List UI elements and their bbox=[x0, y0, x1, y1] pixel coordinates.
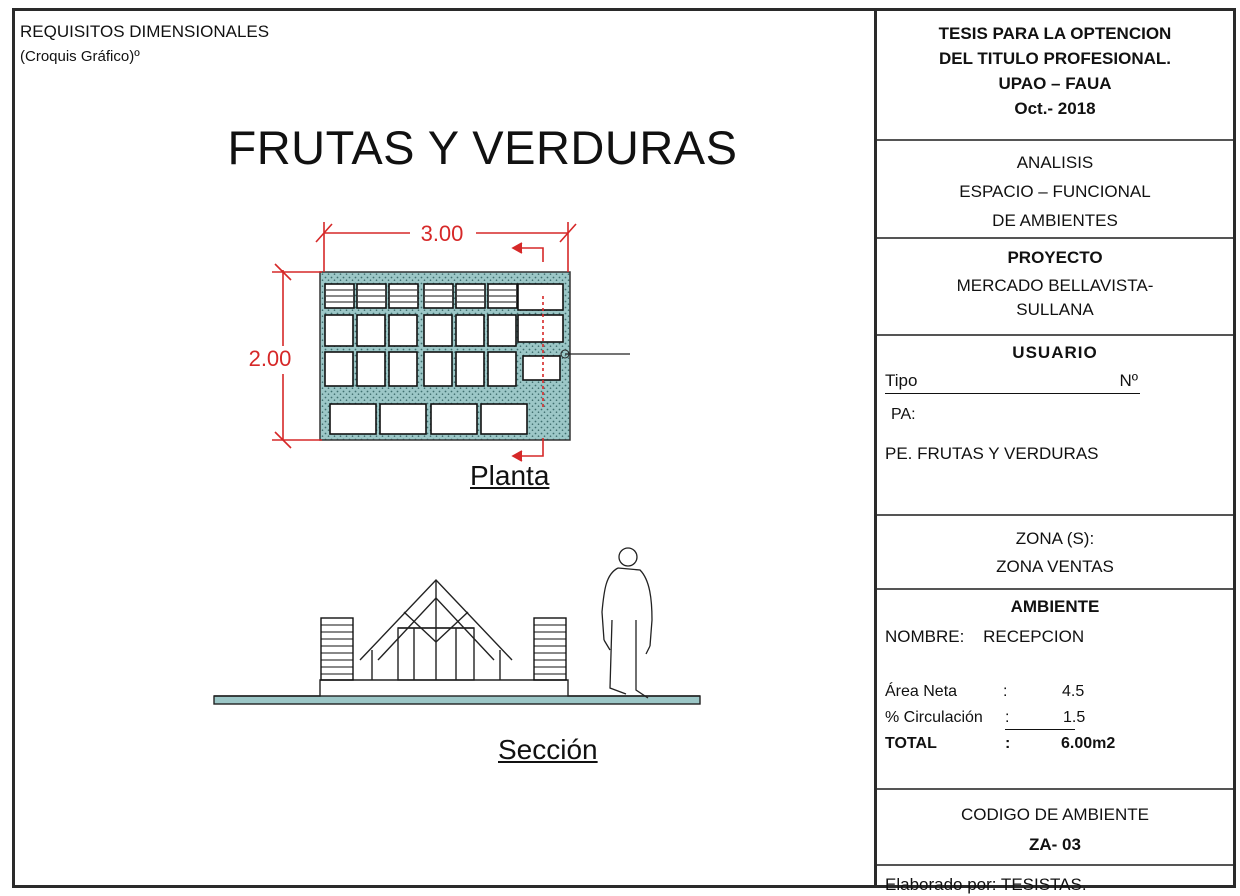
zone-value: ZONA VENTAS bbox=[996, 557, 1114, 576]
sheet-heading: REQUISITOS DIMENSIONALES bbox=[20, 22, 270, 41]
circulation-row: % Circulación : 1.5 bbox=[877, 709, 1233, 735]
height-dimension-label: 2.00 bbox=[249, 346, 292, 371]
crate-stacks bbox=[320, 617, 567, 681]
sheet-divider bbox=[874, 8, 877, 888]
plan-large-crate bbox=[379, 403, 427, 435]
thesis-line-1: TESIS PARA LA OPTENCION bbox=[938, 24, 1172, 43]
plan-large-crate bbox=[329, 403, 377, 435]
plan-crate bbox=[455, 351, 485, 387]
code-heading: CODIGO DE AMBIENTE bbox=[961, 805, 1149, 824]
analysis-line-2: ESPACIO – FUNCIONAL bbox=[959, 182, 1151, 201]
platform-outline bbox=[214, 679, 700, 697]
user-heading: USUARIO bbox=[1012, 343, 1098, 362]
plan-large-crate bbox=[430, 403, 478, 435]
height-dimension bbox=[272, 263, 322, 449]
total-label: TOTAL bbox=[885, 735, 937, 752]
project-line-1: MERCADO BELLAVISTA- bbox=[956, 276, 1154, 295]
crate-stack bbox=[320, 617, 354, 681]
user-number-label: Nº bbox=[1119, 371, 1139, 390]
circulation-colon: : bbox=[1005, 709, 1010, 726]
footer-credit: Elaborado por: TESISTAS. bbox=[885, 875, 1087, 894]
ambiente-name-row: NOMBRE: RECEPCION bbox=[885, 627, 1233, 677]
plan-crate bbox=[388, 314, 418, 347]
display-stand bbox=[359, 578, 513, 681]
project-heading: PROYECTO bbox=[1007, 248, 1103, 267]
plan-crate bbox=[423, 351, 453, 387]
thesis-line-3: UPAO – FAUA bbox=[998, 74, 1112, 93]
sheet-border bbox=[12, 8, 1236, 888]
code-block: CODIGO DE AMBIENTE ZA- 03 bbox=[877, 790, 1233, 866]
analysis-block: ANALISIS ESPACIO – FUNCIONAL DE AMBIENTE… bbox=[877, 141, 1233, 239]
zone-heading: ZONA (S): bbox=[1015, 529, 1095, 548]
circulation-value: 1.5 bbox=[1063, 709, 1086, 726]
total-colon: : bbox=[1005, 735, 1011, 752]
area-row: Área Neta : 4.5 bbox=[877, 683, 1233, 709]
section-label: Sección bbox=[498, 734, 598, 765]
architectural-drawing: 3.00 2.00 bbox=[213, 221, 701, 705]
plan-view: 3.00 2.00 bbox=[249, 221, 630, 462]
total-value: 6.00m2 bbox=[1061, 735, 1116, 752]
section-view bbox=[213, 547, 701, 705]
thesis-line-4: Oct.- 2018 bbox=[1014, 99, 1096, 118]
plan-crate bbox=[487, 351, 517, 387]
title-block: TESIS PARA LA OPTENCION DEL TITULO PROFE… bbox=[877, 11, 1233, 896]
plan-crate bbox=[517, 283, 564, 311]
ambiente-heading: AMBIENTE bbox=[1010, 597, 1100, 616]
plan-crate bbox=[455, 314, 485, 347]
plan-label: Planta bbox=[470, 460, 550, 491]
plan-crate bbox=[356, 314, 386, 347]
plan-crate bbox=[356, 351, 386, 387]
area-value: 4.5 bbox=[1062, 683, 1085, 700]
ambiente-block: AMBIENTE NOMBRE: RECEPCION Área Neta : 4… bbox=[877, 590, 1233, 790]
plan-crate bbox=[388, 351, 418, 387]
plan-crate bbox=[324, 351, 354, 387]
plan-crate bbox=[517, 314, 564, 343]
analysis-line-3: DE AMBIENTES bbox=[992, 211, 1118, 230]
width-dimension bbox=[315, 222, 577, 272]
reference-node bbox=[560, 349, 570, 359]
plan-crate bbox=[324, 314, 354, 347]
user-type-row: Tipo Nº bbox=[885, 371, 1140, 394]
code-value: ZA- 03 bbox=[1029, 835, 1081, 854]
ambiente-name-value: RECEPCION bbox=[983, 627, 1085, 646]
user-block: USUARIO Tipo Nº PA: PE. FRUTAS Y VERDURA… bbox=[877, 336, 1233, 516]
sheet-subheading: (Croquis Gráfico)º bbox=[20, 48, 140, 65]
thesis-line-2: DEL TITULO PROFESIONAL. bbox=[938, 49, 1172, 68]
user-type-label: Tipo bbox=[885, 371, 918, 390]
person-figure-icon bbox=[601, 547, 653, 699]
total-row: TOTAL : 6.00m2 bbox=[877, 735, 1233, 761]
ambiente-name-label: NOMBRE: bbox=[885, 627, 965, 646]
circulation-underline: : 1.5 bbox=[1005, 709, 1085, 730]
plan-crate bbox=[522, 355, 561, 381]
plan-crate bbox=[423, 314, 453, 347]
plan-crate-grid bbox=[324, 283, 564, 435]
plan-large-crate bbox=[480, 403, 528, 435]
area-label: Área Neta bbox=[885, 683, 958, 700]
floor-slab bbox=[213, 695, 701, 705]
project-block: PROYECTO MERCADO BELLAVISTA- SULLANA bbox=[877, 239, 1233, 336]
circulation-label: % Circulación bbox=[885, 709, 983, 726]
zone-block: ZONA (S): ZONA VENTAS bbox=[877, 516, 1233, 590]
area-colon: : bbox=[1003, 683, 1008, 700]
user-pe: PE. FRUTAS Y VERDURAS bbox=[885, 444, 1099, 463]
plan-crate bbox=[487, 314, 517, 347]
thesis-block: TESIS PARA LA OPTENCION DEL TITULO PROFE… bbox=[877, 11, 1233, 141]
project-line-2: SULLANA bbox=[1016, 300, 1094, 319]
width-dimension-label: 3.00 bbox=[421, 221, 464, 246]
user-pa: PA: bbox=[891, 406, 916, 423]
crate-stack bbox=[533, 617, 567, 681]
section-cut-marker bbox=[511, 242, 544, 462]
analysis-line-1: ANALISIS bbox=[1016, 153, 1094, 172]
page-title: FRUTAS Y VERDURAS bbox=[227, 121, 738, 174]
